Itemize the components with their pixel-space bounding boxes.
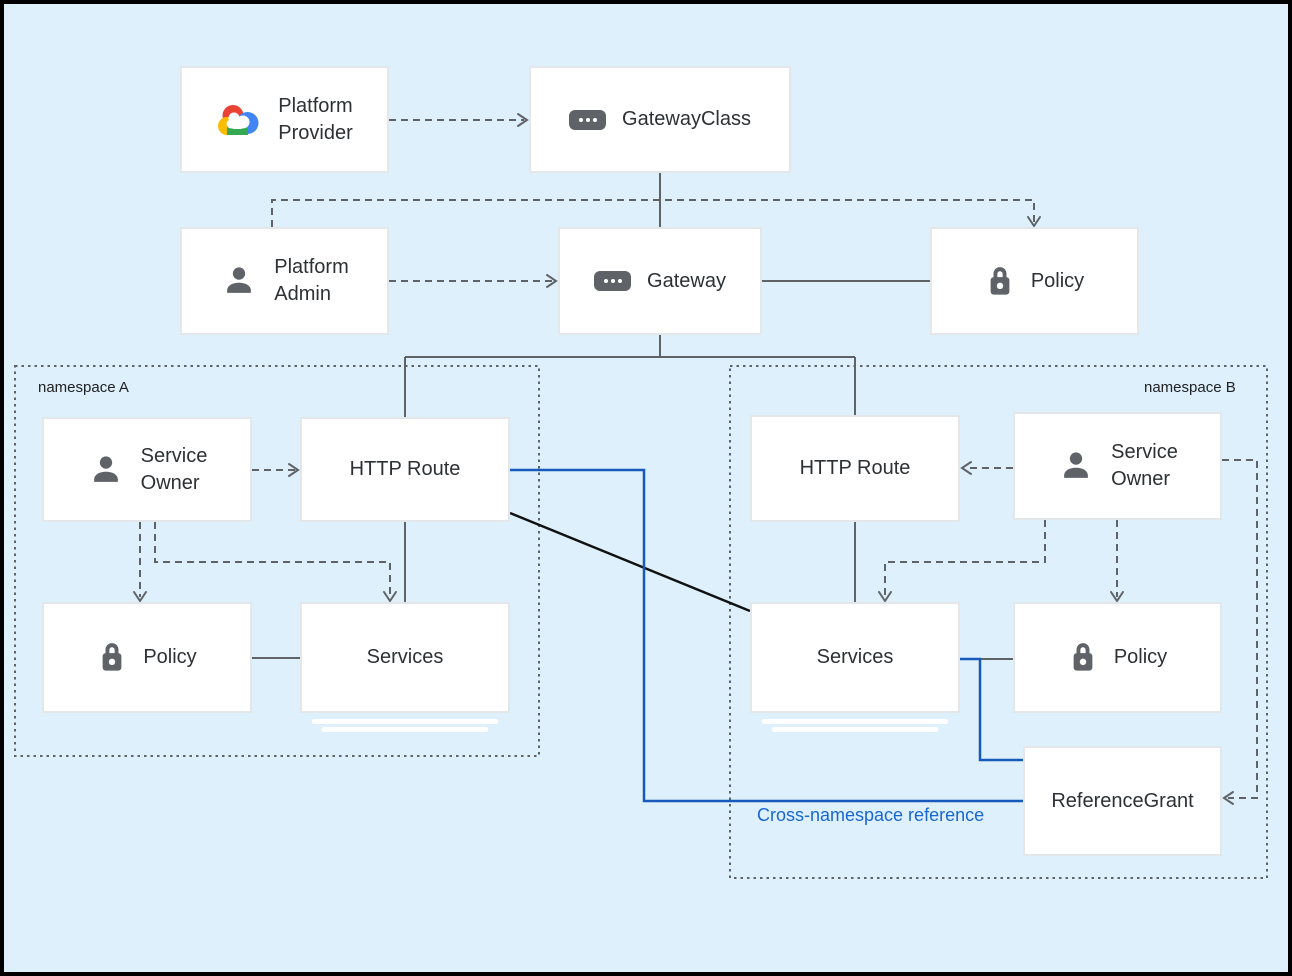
node-http-route-a: HTTP Route bbox=[300, 417, 510, 522]
node-label: Services bbox=[816, 646, 894, 668]
node-label: GatewayClass bbox=[622, 108, 751, 130]
node-policy-a: Policy bbox=[42, 602, 252, 713]
lock-icon bbox=[985, 265, 1015, 298]
cross-namespace-reference-label: Cross-namespace reference bbox=[757, 805, 985, 825]
node-label: ReferenceGrant bbox=[1051, 789, 1194, 812]
services-b-stack-bar bbox=[772, 727, 938, 732]
person-icon bbox=[220, 262, 258, 300]
node-gateway: Gateway bbox=[558, 227, 762, 335]
node-label: Policy bbox=[1113, 646, 1168, 668]
node-label: Service Owner bbox=[1111, 441, 1178, 490]
node-label: Services bbox=[366, 646, 444, 668]
node-label: Service Owner bbox=[140, 444, 208, 494]
node-referencegrant: ReferenceGrant bbox=[1023, 746, 1222, 856]
node-policy-top: Policy bbox=[930, 227, 1139, 335]
services-b-stack-bar bbox=[762, 719, 948, 724]
namespace-a-label: namespace A bbox=[38, 379, 129, 396]
node-platform-provider: Platform Provider bbox=[180, 66, 389, 173]
node-label: Policy bbox=[143, 646, 197, 668]
services-a-stack-bar bbox=[312, 719, 498, 724]
cross-namespace-lines bbox=[510, 468, 1023, 803]
node-platform-admin: Platform Admin bbox=[180, 227, 389, 335]
node-policy-b: Policy bbox=[1013, 602, 1222, 713]
node-services-b: Services bbox=[750, 602, 960, 713]
node-service-owner-a: Service Owner bbox=[42, 417, 252, 522]
namespace-b-label: namespace B bbox=[1144, 379, 1236, 396]
lock-icon bbox=[1068, 641, 1098, 674]
node-gatewayclass: GatewayClass bbox=[529, 66, 791, 173]
httproute-a-to-services-b-line bbox=[509, 511, 751, 613]
node-service-owner-b: Service Owner bbox=[1013, 412, 1222, 520]
services-a-stack-bar bbox=[322, 727, 488, 732]
node-label: Platform Admin bbox=[274, 256, 349, 305]
node-http-route-b: HTTP Route bbox=[750, 415, 960, 522]
namespace-b-boundary bbox=[729, 365, 1268, 879]
lock-icon bbox=[97, 641, 127, 674]
dashed-connectors bbox=[139, 119, 1258, 799]
person-icon bbox=[1057, 447, 1095, 485]
node-label: Gateway bbox=[647, 269, 726, 292]
resource-chip-icon bbox=[594, 271, 632, 291]
node-label: HTTP Route bbox=[799, 457, 911, 479]
google-cloud-icon bbox=[216, 101, 262, 139]
resource-chip-icon bbox=[569, 109, 607, 130]
person-icon bbox=[87, 451, 125, 489]
node-label: Policy bbox=[1030, 269, 1085, 292]
arrowheads bbox=[133, 113, 1234, 805]
namespace-a-boundary bbox=[14, 365, 540, 757]
node-label: Platform Provider bbox=[278, 94, 353, 144]
node-label: HTTP Route bbox=[349, 458, 461, 480]
node-services-a: Services bbox=[300, 602, 510, 713]
